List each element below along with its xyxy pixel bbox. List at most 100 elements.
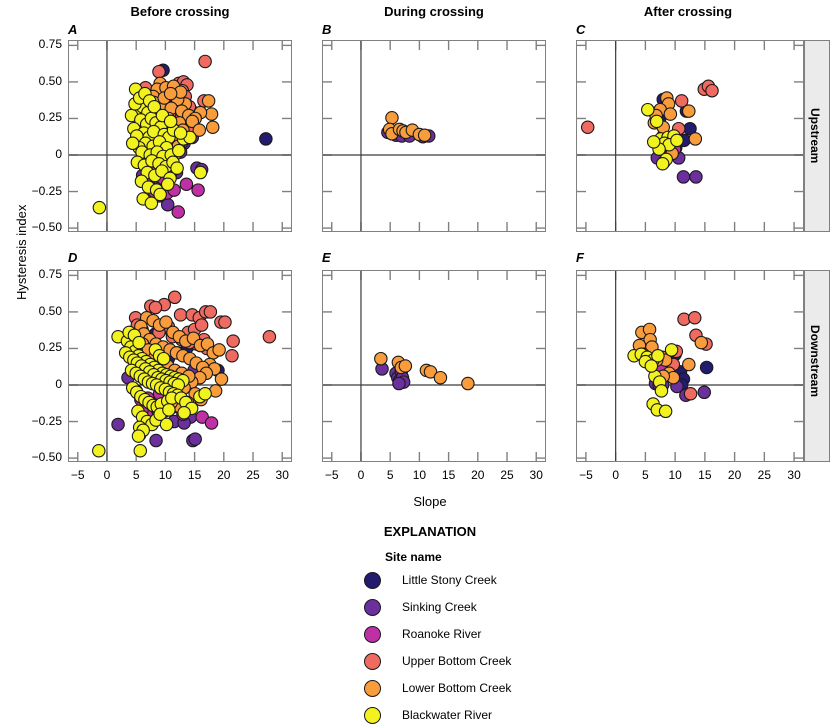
data-point [132, 335, 146, 350]
column-title-during: During crossing [384, 4, 484, 19]
panel-d-plot [68, 270, 292, 462]
data-point [149, 433, 163, 448]
y-tick-label: 0.50 [38, 73, 62, 88]
y-tick-label: 0.75 [38, 37, 62, 52]
legend-item[interactable]: Lower Bottom Creek [364, 678, 604, 700]
data-point [188, 432, 202, 446]
data-point [682, 357, 696, 372]
y-tick-label: 0.50 [38, 303, 62, 318]
legend-marker-icon [364, 626, 381, 643]
legend-item[interactable]: Sinking Creek [364, 597, 604, 619]
data-point [670, 133, 684, 148]
data-point [699, 360, 714, 375]
x-tick-label: 0 [612, 468, 619, 482]
data-point [144, 196, 159, 210]
data-point [423, 365, 438, 379]
data-point [212, 343, 226, 357]
data-point [651, 349, 665, 363]
panel-letter-f: F [576, 250, 584, 265]
data-point [159, 417, 174, 432]
data-point [171, 205, 186, 219]
x-tick-label: −5 [579, 468, 593, 482]
legend-item-label: Blackwater River [402, 708, 493, 722]
data-point [225, 349, 239, 363]
data-point [156, 351, 171, 366]
panel-f-plot [576, 270, 804, 462]
x-tick-label: 5 [386, 468, 394, 482]
data-point [688, 132, 703, 146]
data-point [192, 123, 207, 137]
y-tick-label: 0.25 [38, 110, 62, 125]
legend-item-label: Sinking Creek [402, 600, 477, 614]
data-point [203, 305, 218, 319]
legend-marker-icon [364, 680, 381, 697]
data-point [374, 351, 388, 366]
y-tick-label: 0.75 [38, 267, 62, 282]
panel-letter-b: B [322, 22, 332, 37]
data-point [193, 165, 208, 180]
legend-marker-icon [364, 572, 381, 589]
data-point [649, 114, 664, 129]
data-point [198, 387, 212, 401]
data-point [676, 170, 691, 184]
y-tick-label: −0.25 [31, 183, 62, 198]
data-point [148, 300, 163, 315]
data-point [170, 161, 184, 175]
panel-letter-d: D [68, 250, 78, 265]
data-point [663, 107, 678, 121]
strip-downstream [804, 270, 830, 462]
data-point [201, 94, 216, 108]
data-point [133, 444, 148, 458]
x-tick-label: 25 [246, 468, 260, 482]
data-point [697, 385, 712, 400]
x-tick-label: 25 [500, 468, 514, 482]
panel-b-plot [322, 40, 546, 232]
data-point [162, 403, 176, 417]
x-tick-label: −5 [70, 468, 85, 482]
data-point [177, 406, 191, 420]
explanation-subtitle: Site name [385, 550, 442, 564]
data-point [385, 110, 399, 125]
data-point [159, 315, 173, 329]
x-tick-label: 10 [412, 468, 427, 482]
data-point [689, 170, 703, 184]
y-tick-label: −0.50 [31, 450, 62, 465]
data-point [580, 120, 595, 134]
y-tick-label: 0 [55, 377, 62, 391]
data-point [173, 126, 188, 140]
legend-item-label: Upper Bottom Creek [402, 654, 512, 668]
y-tick-label: −0.50 [31, 220, 62, 235]
legend-item[interactable]: Roanoke River [364, 624, 604, 646]
strip-upstream [804, 40, 830, 232]
x-tick-label: 30 [275, 468, 289, 482]
x-tick-label: 15 [698, 468, 712, 482]
strip-upstream-label: Upstream [808, 108, 822, 164]
y-tick-label: −0.25 [31, 413, 62, 428]
x-tick-label: 20 [727, 468, 742, 482]
data-point [172, 143, 186, 158]
y-tick-label: 0.25 [38, 340, 62, 355]
data-point [163, 86, 178, 101]
data-point [682, 104, 696, 118]
x-tick-label: 5 [132, 468, 140, 482]
data-point [204, 107, 219, 121]
x-tick-label: 5 [642, 468, 649, 482]
data-point [147, 100, 162, 114]
legend-item[interactable]: Blackwater River [364, 705, 604, 727]
explanation-title: EXPLANATION [383, 524, 477, 539]
data-point [160, 177, 175, 191]
data-point [644, 359, 659, 373]
data-point [226, 334, 240, 348]
data-point [259, 132, 273, 146]
data-point [433, 370, 448, 385]
data-point [694, 335, 709, 350]
legend-item[interactable]: Upper Bottom Creek [364, 651, 604, 673]
x-tick-label: −5 [324, 468, 339, 482]
x-tick-label: 20 [217, 468, 231, 482]
legend-item[interactable]: Little Stony Creek [364, 570, 604, 592]
data-point [204, 416, 219, 430]
x-tick-label: 0 [103, 468, 111, 482]
panel-a-plot [68, 40, 292, 232]
data-point [185, 114, 200, 129]
